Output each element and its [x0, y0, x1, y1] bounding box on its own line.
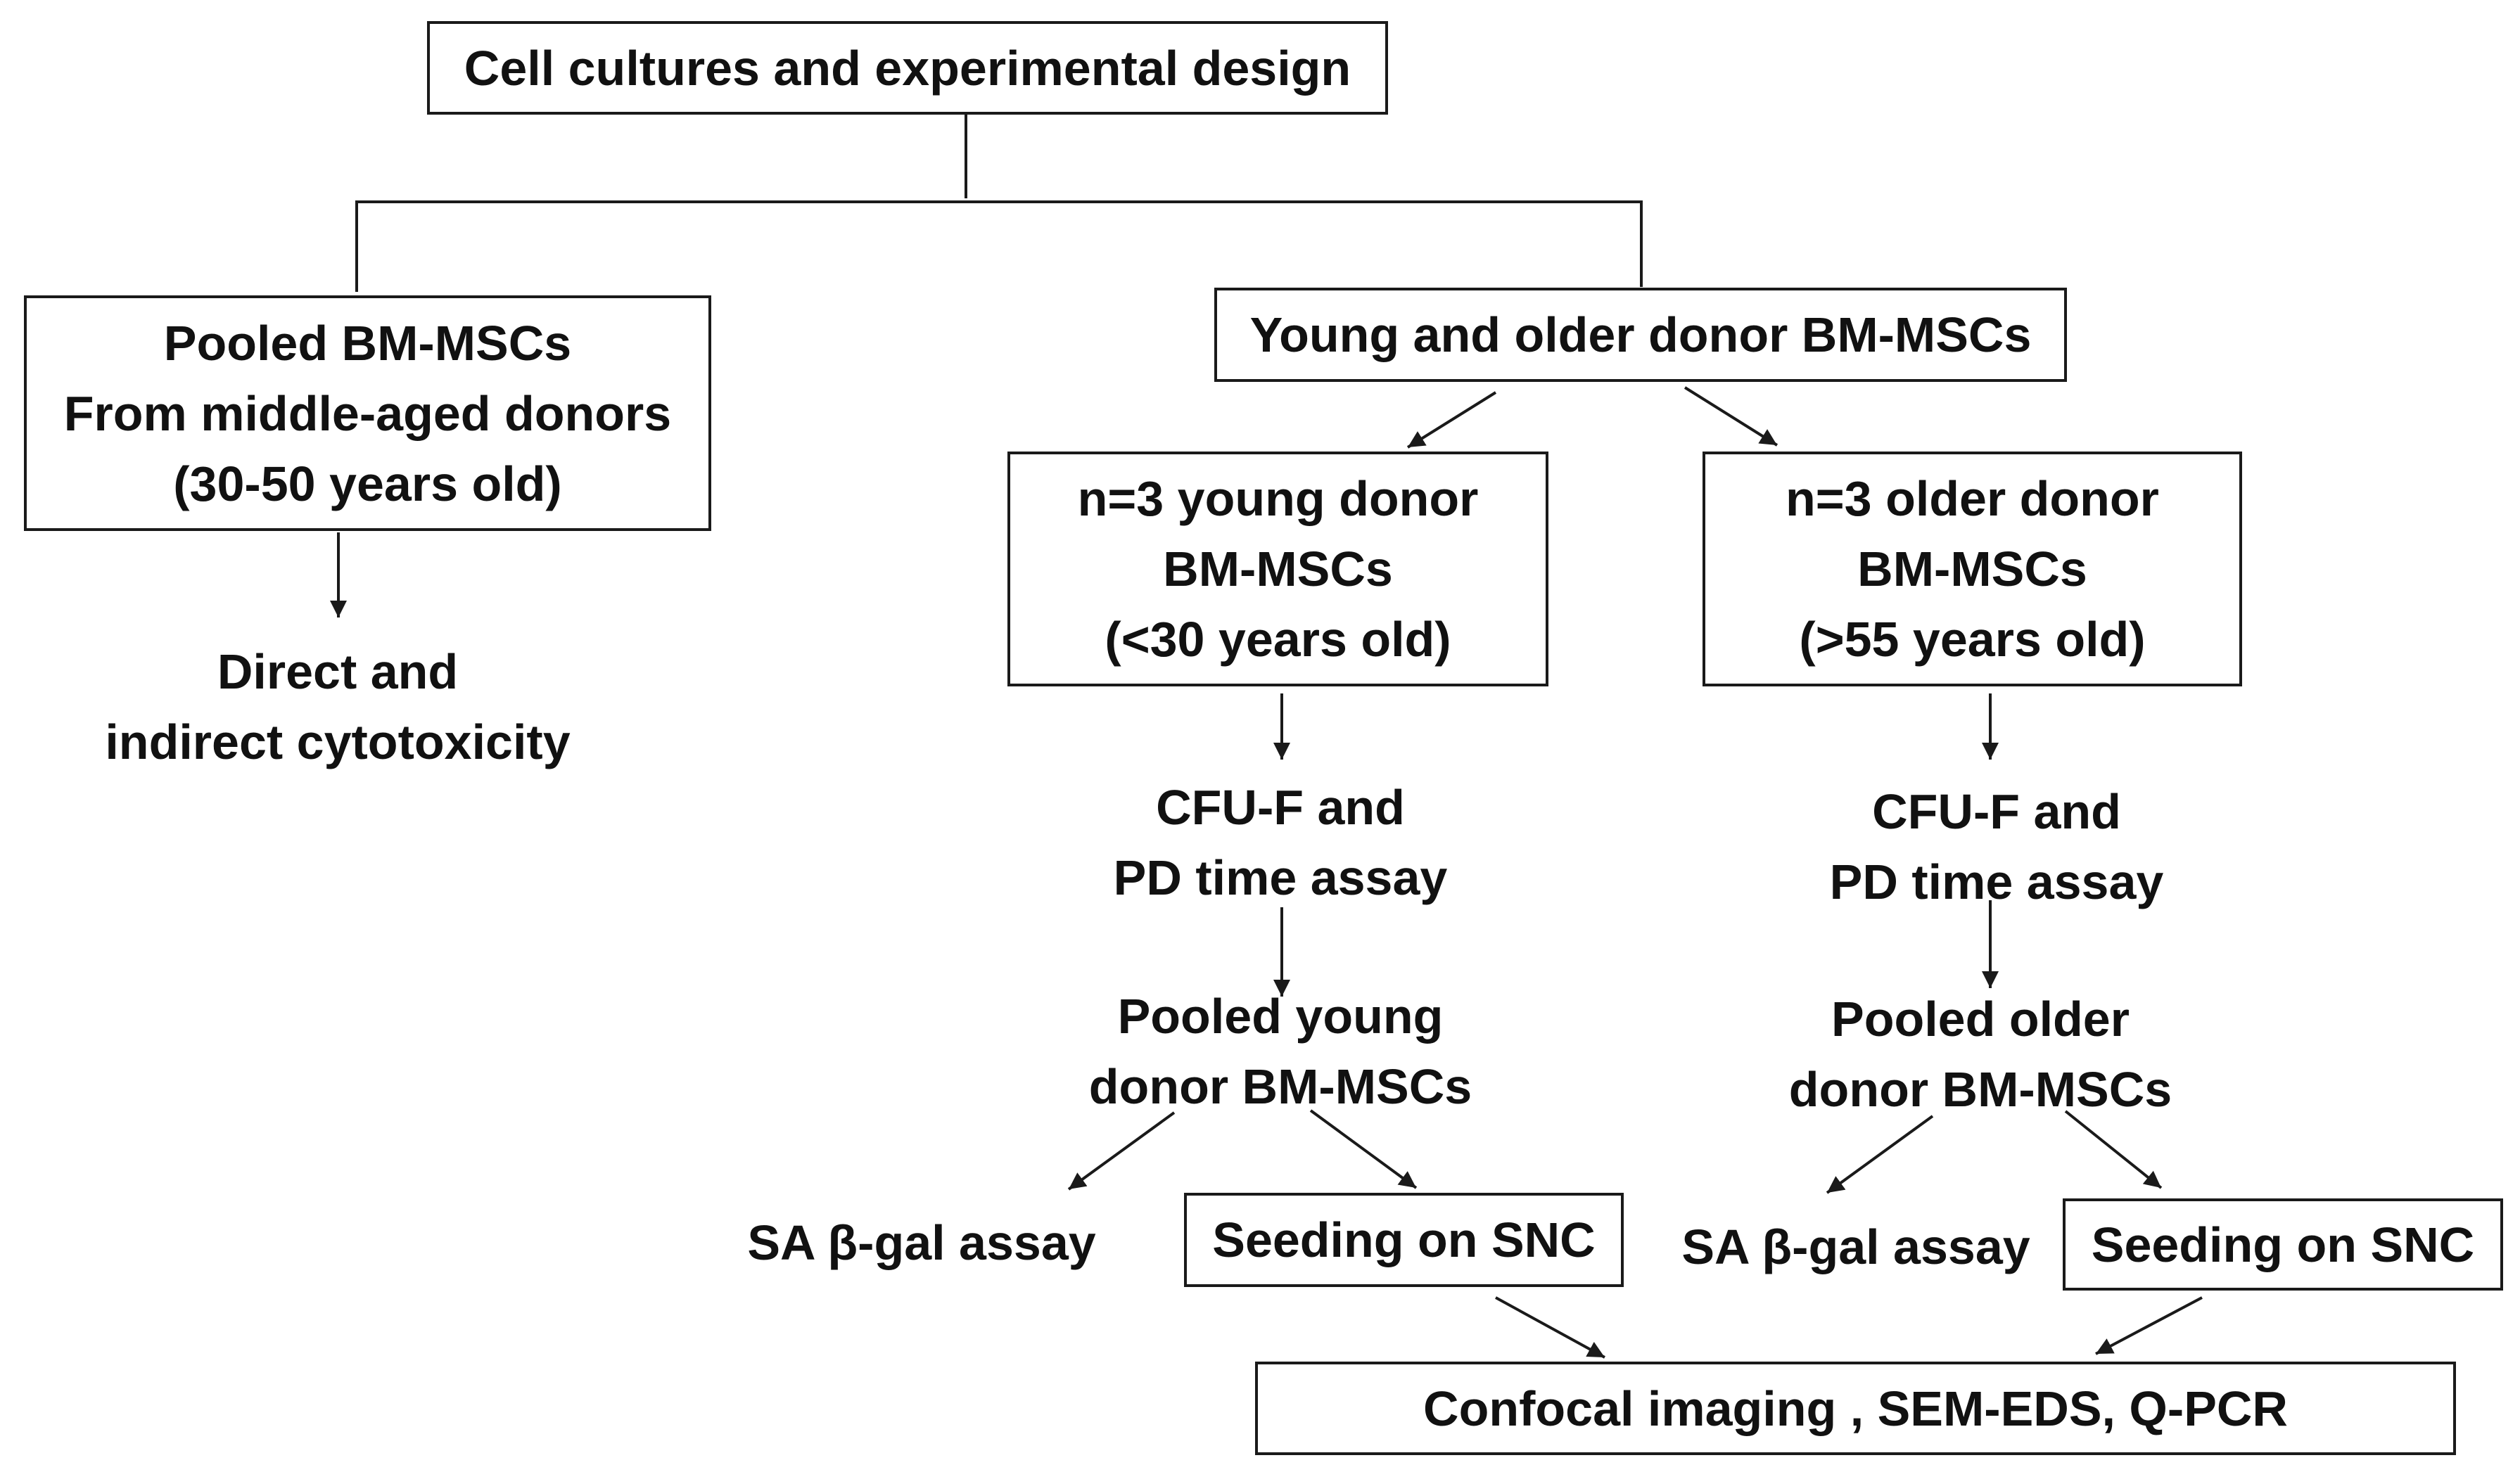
- pooled-young-label: Pooled young donor BM-MSCs: [1020, 978, 1541, 1125]
- pooled-middle-aged-box: Pooled BM-MSCs From middle-aged donors (…: [24, 295, 711, 531]
- pooled-young-line-2: donor BM-MSCs: [1088, 1059, 1472, 1114]
- cfu-young-line-1: CFU-F and: [1156, 780, 1405, 835]
- older-donor-box: n=3 older donor BM-MSCs (>55 years old): [1703, 452, 2242, 686]
- pooled-middle-line-2: From middle-aged donors: [63, 385, 672, 441]
- sa-young-label: SA β-gal assay: [732, 1204, 1112, 1281]
- young-donor-line-3: (<30 years old): [1105, 612, 1451, 667]
- pooled-middle-line-1: Pooled BM-MSCs: [163, 315, 572, 371]
- cytotoxicity-line-1: Direct and: [217, 644, 459, 699]
- edge-pooled-older-to-seeding: [2064, 1110, 2163, 1189]
- seeding-older-text: Seeding on SNC: [2091, 1217, 2475, 1272]
- young-donor-line-2: BM-MSCs: [1163, 542, 1393, 596]
- edge-seeding-young-to-confocal: [1495, 1296, 1605, 1359]
- young-donor-box: n=3 young donor BM-MSCs (<30 years old): [1007, 452, 1548, 686]
- cfu-older-line-2: PD time assay: [1829, 855, 2164, 909]
- older-donor-line-2: BM-MSCs: [1857, 542, 2087, 596]
- cfu-young-line-2: PD time assay: [1113, 850, 1448, 905]
- seeding-older-box: Seeding on SNC: [2063, 1198, 2503, 1291]
- edge-pooled-older-to-sa: [1826, 1115, 1934, 1194]
- pooled-young-line-1: Pooled young: [1117, 989, 1444, 1044]
- cytotoxicity-label: Direct and indirect cytotoxicity: [56, 633, 619, 781]
- cfu-older-label: CFU-F and PD time assay: [1768, 773, 2225, 921]
- young-older-box: Young and older donor BM-MSCs: [1214, 288, 2067, 382]
- seeding-young-text: Seeding on SNC: [1212, 1212, 1596, 1267]
- pooled-older-label: Pooled older donor BM-MSCs: [1724, 980, 2237, 1128]
- title-text: Cell cultures and experimental design: [464, 40, 1351, 96]
- edge-pooled-young-to-sa: [1067, 1111, 1176, 1191]
- sa-older-label: SA β-gal assay: [1666, 1208, 2046, 1286]
- confocal-box: Confocal imaging , SEM-EDS, Q-PCR: [1255, 1362, 2456, 1455]
- cfu-young-label: CFU-F and PD time assay: [1052, 769, 1509, 916]
- seeding-young-box: Seeding on SNC: [1184, 1193, 1624, 1287]
- older-donor-line-3: (>55 years old): [1799, 612, 2146, 667]
- young-older-text: Young and older donor BM-MSCs: [1249, 307, 2032, 362]
- edge-seeding-older-to-confocal: [2095, 1296, 2203, 1355]
- edge-title-branch: [355, 200, 1643, 292]
- edge-young-older-to-young: [1406, 391, 1497, 449]
- cytotoxicity-line-2: indirect cytotoxicity: [105, 715, 571, 769]
- edge-pooled-young-to-seeding: [1309, 1109, 1418, 1189]
- older-donor-line-1: n=3 older donor: [1786, 471, 2159, 526]
- pooled-older-line-1: Pooled older: [1831, 992, 2130, 1047]
- sa-young-text: SA β-gal assay: [747, 1215, 1096, 1270]
- pooled-older-line-2: donor BM-MSCs: [1788, 1062, 2172, 1117]
- edge-young-older-to-older: [1684, 386, 1778, 447]
- cfu-older-line-1: CFU-F and: [1872, 784, 2121, 839]
- young-donor-line-1: n=3 young donor: [1077, 471, 1479, 526]
- title-box: Cell cultures and experimental design: [427, 21, 1388, 115]
- sa-older-text: SA β-gal assay: [1681, 1220, 2030, 1274]
- pooled-middle-line-3: (30-50 years old): [173, 456, 562, 511]
- confocal-text: Confocal imaging , SEM-EDS, Q-PCR: [1423, 1381, 2288, 1436]
